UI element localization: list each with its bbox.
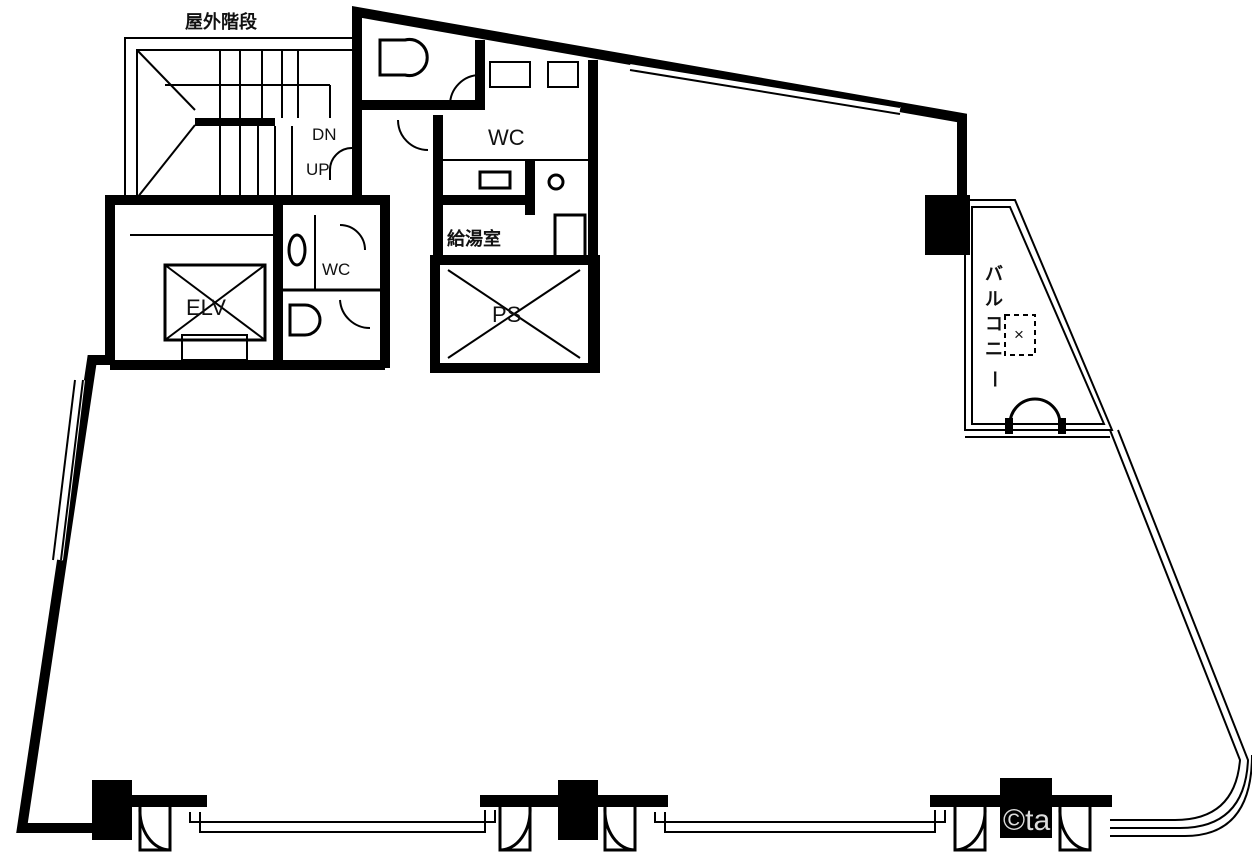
wc-small-label: WC bbox=[322, 260, 350, 279]
wc-main-label: WC bbox=[488, 125, 525, 150]
svg-text:ル: ル bbox=[985, 289, 1003, 310]
kitchenette-label: 給湯室 bbox=[447, 228, 501, 250]
pipe-space-label: PS bbox=[492, 302, 521, 327]
door-swing bbox=[329, 147, 353, 180]
balcony: × バ ル コ ニ ー bbox=[964, 199, 1114, 438]
svg-text:ニ: ニ bbox=[985, 339, 1003, 360]
exterior-walls bbox=[16, 6, 1252, 840]
core: ELV WC bbox=[110, 205, 385, 370]
svg-text:×: × bbox=[1014, 325, 1024, 344]
svg-text:バ: バ bbox=[985, 264, 1003, 285]
svg-text:ー: ー bbox=[983, 370, 1004, 388]
stair-dn-label: DN bbox=[312, 125, 337, 144]
stair-up-label: UP bbox=[306, 160, 330, 179]
toilet-icon bbox=[288, 303, 322, 337]
service-block: PS WC 給湯室 bbox=[362, 38, 600, 373]
balcony-label: バ ル コ ニ ー bbox=[983, 264, 1004, 388]
outdoor-stairs: 屋外階段 DN UP bbox=[124, 11, 358, 199]
toilet-icon bbox=[378, 38, 429, 77]
entrance-doors bbox=[132, 795, 1112, 852]
outdoor-stairs-label: 屋外階段 bbox=[185, 11, 258, 33]
svg-text:コ: コ bbox=[985, 314, 1003, 335]
watermark: ©ta bbox=[1003, 804, 1050, 837]
elevator-label: ELV bbox=[186, 295, 226, 320]
